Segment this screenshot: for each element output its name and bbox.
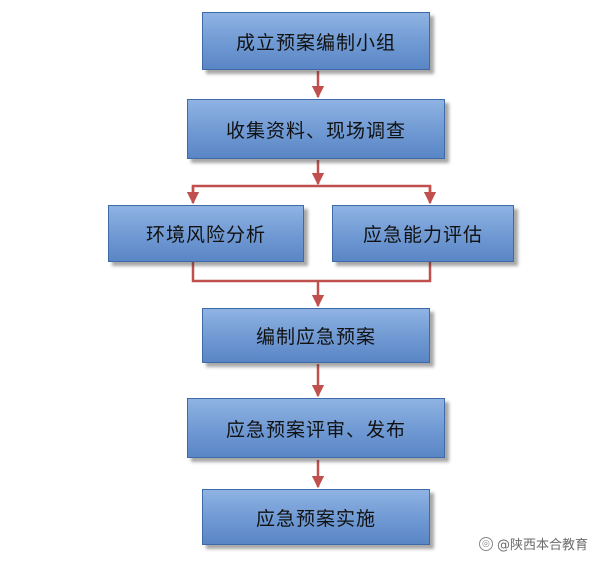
- step-review-publish: 应急预案评审、发布: [187, 398, 445, 458]
- step-implement: 应急预案实施: [202, 489, 430, 545]
- merge-connector: [191, 262, 432, 283]
- step-compile-plan: 编制应急预案: [202, 308, 430, 363]
- step-label: 编制应急预案: [255, 326, 376, 348]
- watermark-logo-icon: ◎: [478, 536, 493, 551]
- step-collect-survey: 收集资料、现场调查: [187, 99, 445, 159]
- step-form-group: 成立预案编制小组: [202, 12, 430, 70]
- watermark-text: @陕西本合教育: [496, 538, 588, 553]
- split-connector: [191, 184, 432, 201]
- step-risk-analysis: 环境风险分析: [108, 205, 304, 262]
- step-label: 成立预案编制小组: [235, 31, 396, 54]
- watermark: ◎ @陕西本合教育: [478, 534, 588, 553]
- step-capability-assessment: 应急能力评估: [332, 205, 514, 262]
- step-label: 应急预案实施: [255, 507, 376, 530]
- step-label: 环境风险分析: [145, 224, 266, 246]
- step-label: 应急能力评估: [362, 224, 483, 246]
- step-label: 收集资料、现场调查: [225, 119, 406, 142]
- step-label: 应急预案评审、发布: [225, 418, 406, 441]
